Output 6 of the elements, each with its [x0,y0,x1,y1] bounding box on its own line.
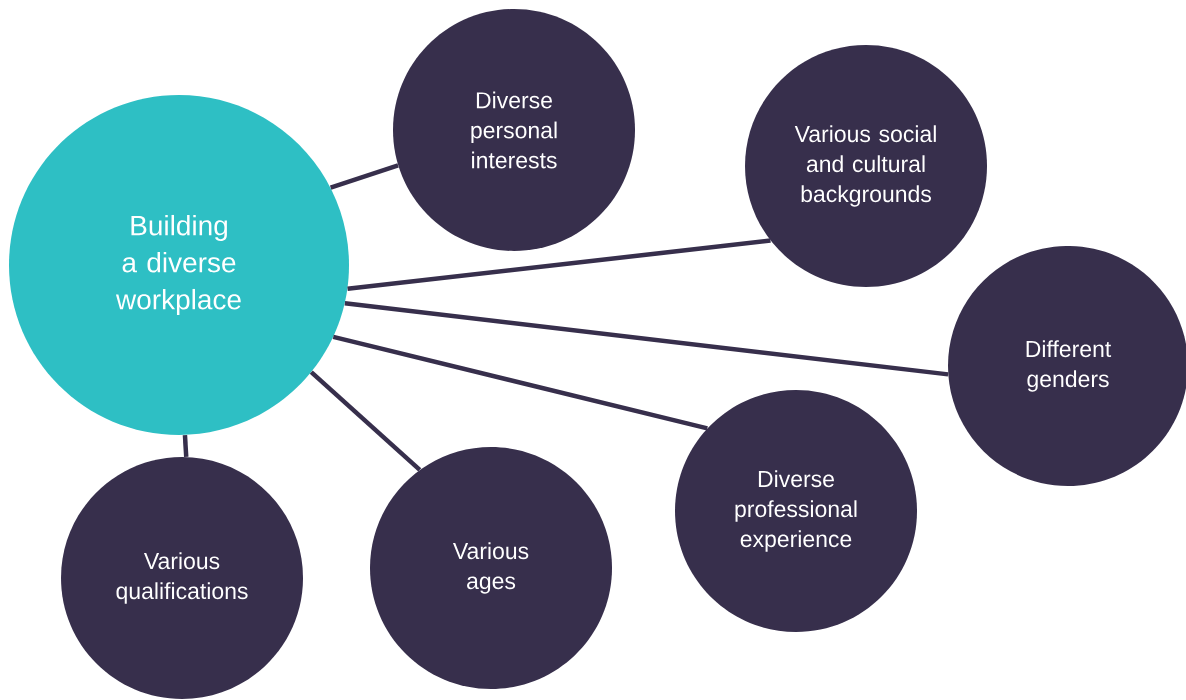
connector-line [309,370,422,472]
connector-line [344,301,949,377]
connector-line [329,163,399,190]
connector-line [332,334,708,431]
connector-line [182,434,189,457]
connector-line [347,238,771,291]
